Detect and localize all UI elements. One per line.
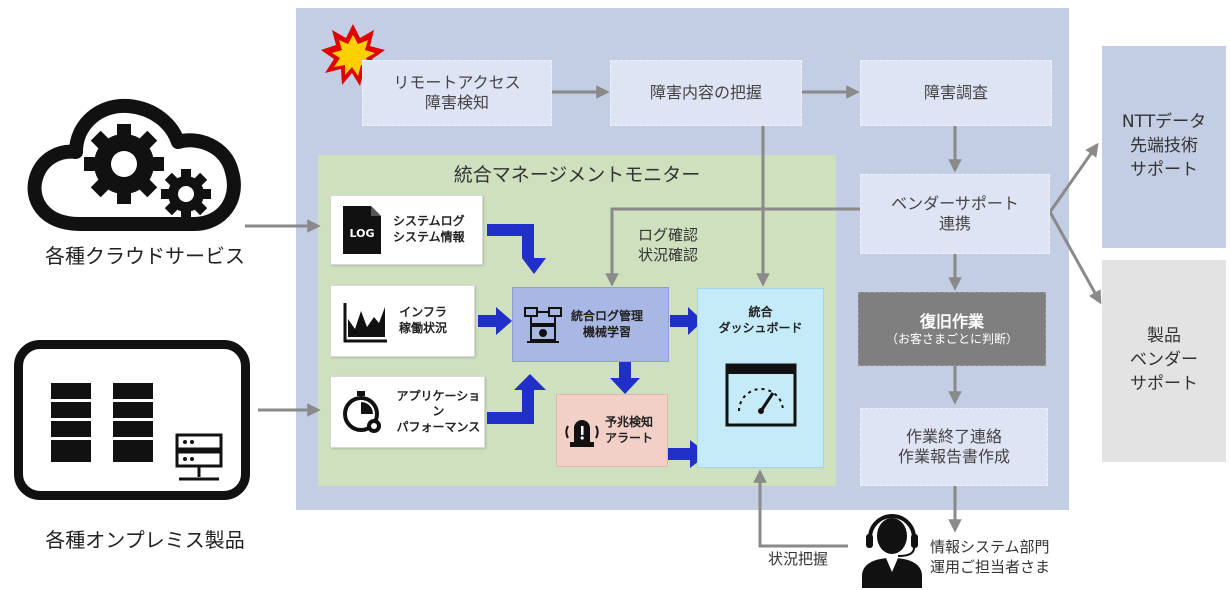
- alert-line2: アラート: [605, 430, 654, 445]
- ntt-line2: 先端技術: [1130, 136, 1198, 157]
- alarm-siren-icon: [565, 419, 599, 447]
- recovery-subtitle: （お客さまごとに判断）: [885, 331, 1018, 346]
- arrow-log-to-central: [487, 224, 546, 274]
- arrow-infra-to-central: [478, 307, 512, 335]
- remote-line1: リモートアクセス: [393, 73, 521, 92]
- grasp-label: 障害内容の把握: [649, 83, 762, 102]
- arrow-vendor-to-central: [605, 207, 860, 287]
- log-line1: システムログ: [393, 214, 465, 229]
- log-line2: システム情報: [393, 230, 465, 244]
- remote-detection-box: リモートアクセス 障害検知: [362, 60, 552, 126]
- arrow-customer-to-dashboard: [753, 469, 848, 548]
- arrow-central-to-dashboard: [670, 307, 703, 335]
- server-rack-icon: [51, 383, 223, 481]
- vendor-line1: 製品: [1147, 326, 1181, 347]
- dashboard-box: 統合 ダッシュボード: [697, 288, 824, 468]
- log-check-line2: 状況確認: [637, 245, 698, 264]
- central-line1: 統合ログ管理: [571, 308, 644, 323]
- app-line2: パフォーマンス: [396, 419, 481, 434]
- machine-learning-icon: [524, 306, 562, 343]
- investigate-box: 障害調査: [860, 60, 1052, 126]
- central-line2: 機械学習: [583, 324, 632, 339]
- gear-large-icon: [84, 124, 164, 204]
- vendor-link-line2: 連携: [938, 214, 971, 233]
- app-line1: アプリケーション: [396, 388, 481, 419]
- activity-chart-icon: [343, 303, 387, 343]
- log-badge: LOG: [350, 227, 375, 240]
- infra-line2: 稼働状況: [399, 321, 448, 335]
- app-source-box: アプリケーション パフォーマンス: [330, 376, 485, 448]
- vendor-link-line1: ベンダーサポート: [891, 194, 1019, 213]
- infra-source-box: インフラ 稼働状況: [330, 285, 475, 357]
- monitor-title: 統合マネージメントモニター: [453, 164, 701, 186]
- cloud-label: 各種クラウドサービス: [45, 244, 245, 268]
- complete-line1: 作業終了連絡: [905, 427, 1002, 446]
- dashboard-gauge-icon: [725, 363, 797, 427]
- complete-box: 作業終了連絡 作業報告書作成: [860, 408, 1048, 486]
- alert-line1: 予兆検知: [605, 414, 654, 429]
- complete-line2: 作業報告書作成: [897, 447, 1010, 466]
- investigate-label: 障害調査: [923, 83, 988, 102]
- log-source-box: LOG システムログ システム情報: [330, 195, 483, 265]
- alert-box: 予兆検知 アラート: [556, 394, 668, 467]
- customer-label: 情報システム部門 運用ご担当者さま: [930, 538, 1080, 577]
- gear-small-icon: [161, 169, 211, 219]
- vendor-line3: サポート: [1130, 373, 1198, 394]
- onprem-frame: [14, 340, 250, 500]
- dashboard-line1: 統合: [748, 305, 773, 319]
- arrow-vendor-to-product: [1048, 211, 1102, 305]
- vendor-link-box: ベンダーサポート 連携: [860, 174, 1050, 254]
- log-check-line1: ログ確認: [637, 226, 698, 244]
- recovery-box: 復旧作業 （お客さまごとに判断）: [858, 292, 1046, 366]
- remote-line2: 障害検知: [424, 93, 489, 112]
- ntt-support-box: NTTデータ 先端技術 サポート: [1102, 46, 1226, 248]
- onprem-label: 各種オンプレミス製品: [45, 528, 245, 552]
- infra-line1: インフラ: [399, 305, 447, 320]
- log-check-label: ログ確認 状況確認: [618, 226, 718, 265]
- dashboard-line2: ダッシュボード: [718, 320, 803, 335]
- ntt-line1: NTTデータ: [1121, 112, 1207, 133]
- product-vendor-box: 製品 ベンダー サポート: [1102, 260, 1226, 462]
- log-file-icon: LOG: [343, 206, 381, 254]
- arrow-vendor-to-ntt: [1048, 142, 1099, 213]
- grasp-box: 障害内容の把握: [610, 60, 802, 126]
- cloud-icon: [27, 98, 241, 231]
- status-grasp-label: 状況把握: [767, 550, 828, 568]
- arrow-app-to-central: [487, 374, 546, 424]
- vendor-line2: ベンダー: [1130, 350, 1198, 371]
- ntt-line3: サポート: [1130, 159, 1198, 180]
- operator-headset-icon: [862, 514, 922, 588]
- stopwatch-gear-icon: [343, 391, 381, 433]
- arrow-central-to-alert: [610, 360, 640, 394]
- customer-line1: 情報システム部門: [930, 538, 1050, 556]
- recovery-title: 復旧作業: [919, 311, 984, 331]
- network-server-icon: [175, 433, 223, 481]
- central-log-box: 統合ログ管理 機械学習: [512, 287, 669, 362]
- customer-line2: 運用ご担当者さま: [930, 557, 1051, 576]
